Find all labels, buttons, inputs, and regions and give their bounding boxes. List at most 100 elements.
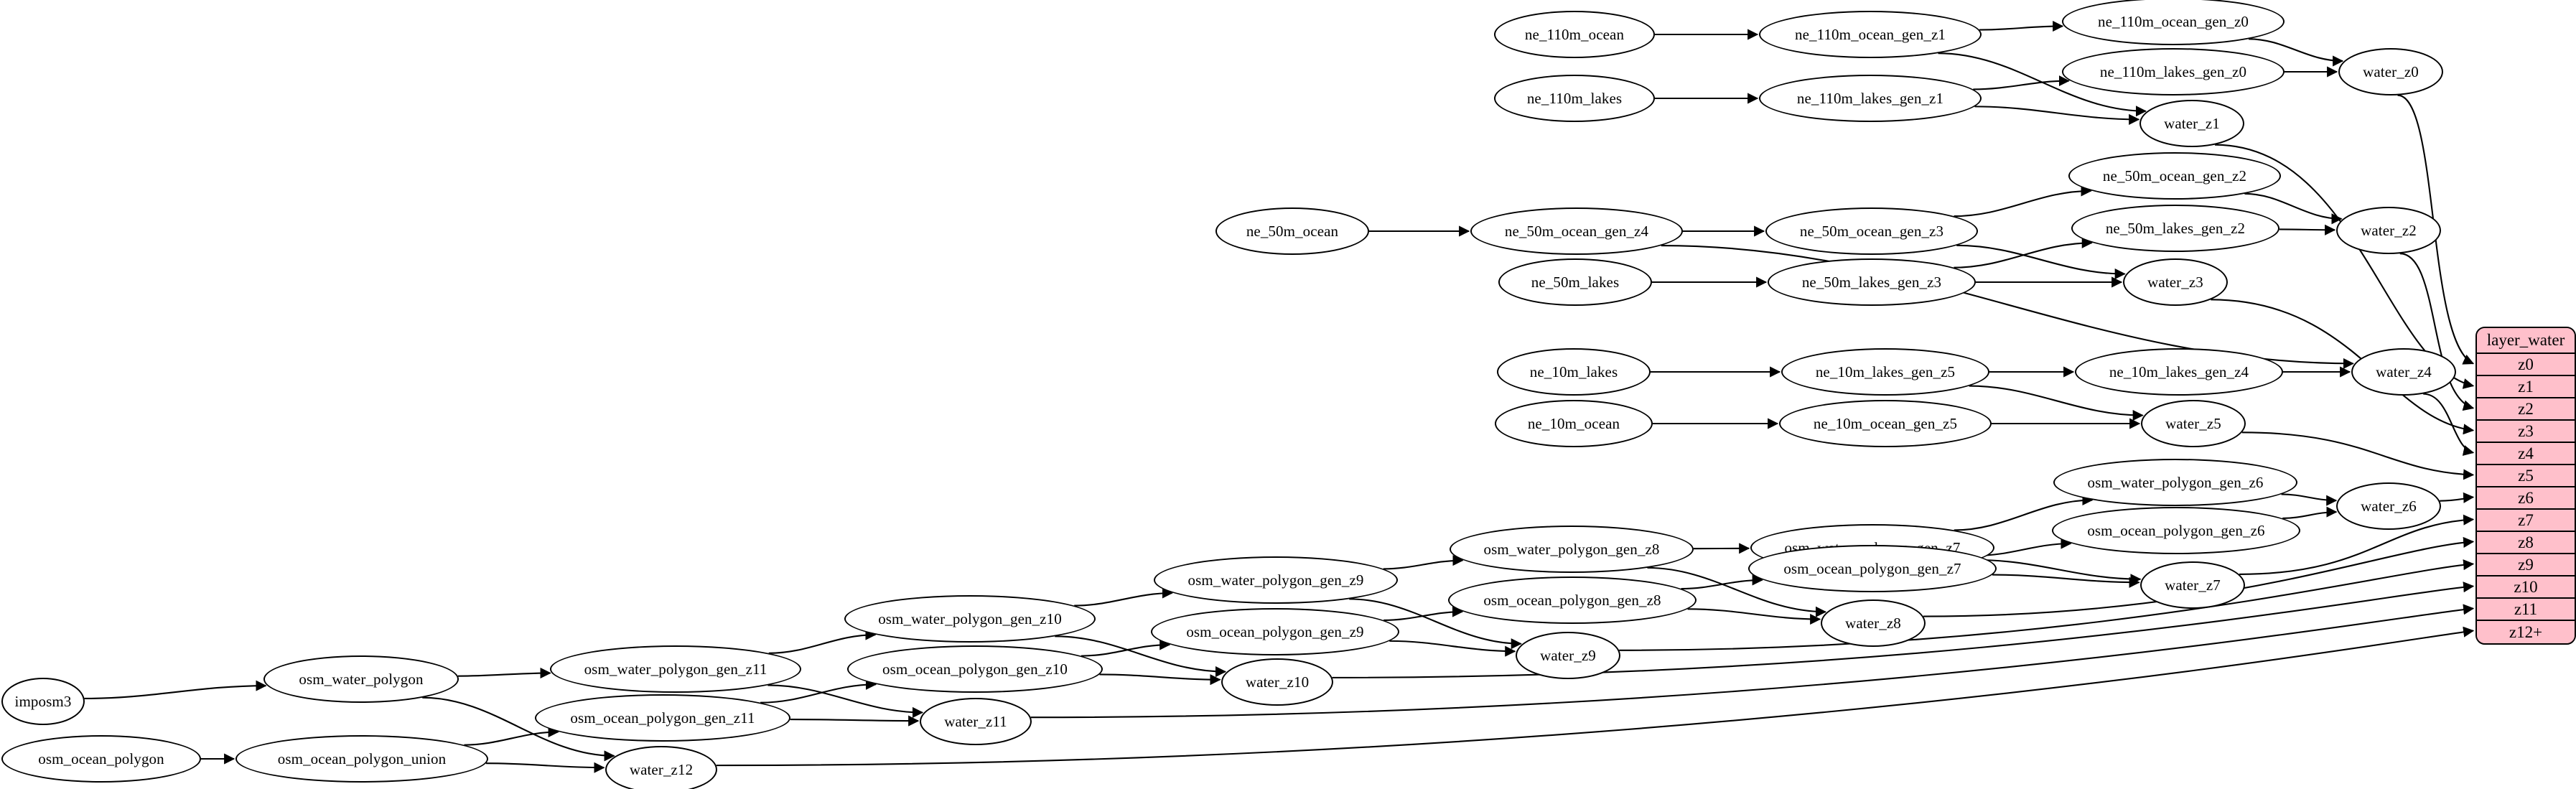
graph-node-osm-water-polygon-gen-z8[interactable]: osm_water_polygon_gen_z8 bbox=[1450, 526, 1694, 573]
graph-edge bbox=[1992, 574, 2140, 588]
graph-node-water-z3[interactable]: water_z3 bbox=[2123, 258, 2228, 306]
graph-node-label: water_z8 bbox=[1845, 614, 1901, 632]
graph-node-label: ne_110m_ocean_gen_z0 bbox=[2098, 12, 2249, 30]
graph-node-label: ne_10m_lakes bbox=[1529, 363, 1618, 381]
graph-edge bbox=[2440, 492, 2475, 503]
graph-node-ne-110m-lakes[interactable]: ne_110m_lakes bbox=[1494, 75, 1655, 122]
graph-node-ne-110m-lakes-gen-z1[interactable]: ne_110m_lakes_gen_z1 bbox=[1759, 75, 1982, 122]
graph-node-osm-ocean-polygon-gen-z9[interactable]: osm_ocean_polygon_gen_z9 bbox=[1151, 608, 1399, 655]
graph-edge bbox=[1389, 640, 1516, 657]
graph-edge bbox=[1956, 244, 2126, 280]
graph-node-ne-110m-lakes-gen-z0[interactable]: ne_110m_lakes_gen_z0 bbox=[2062, 48, 2285, 95]
graph-edge bbox=[1923, 536, 2475, 617]
graph-edge bbox=[2423, 393, 2475, 456]
graph-node-ne-10m-lakes-gen-z4[interactable]: ne_10m_lakes_gen_z4 bbox=[2075, 348, 2283, 396]
graph-edge bbox=[1383, 555, 1464, 570]
layer-table-row-z2[interactable]: z2 bbox=[2477, 398, 2575, 421]
graph-edge bbox=[464, 726, 559, 746]
graph-node-osm-ocean-polygon-union[interactable]: osm_ocean_polygon_union bbox=[235, 735, 488, 783]
graph-node-water-z4[interactable]: water_z4 bbox=[2351, 348, 2456, 396]
layer-table-row-z0[interactable]: z0 bbox=[2477, 354, 2575, 376]
graph-node-osm-ocean-polygon-gen-z11[interactable]: osm_ocean_polygon_gen_z11 bbox=[535, 694, 790, 742]
graph-node-label: water_z4 bbox=[2376, 363, 2432, 381]
graph-node-ne-10m-lakes-gen-z5[interactable]: ne_10m_lakes_gen_z5 bbox=[1781, 348, 1989, 396]
graph-node-label: osm_water_polygon_gen_z6 bbox=[2087, 473, 2264, 491]
graph-node-osm-ocean-polygon-gen-z6[interactable]: osm_ocean_polygon_gen_z6 bbox=[2052, 507, 2300, 554]
layer-table-row-z5[interactable]: z5 bbox=[2477, 465, 2575, 487]
graph-node-water-z8[interactable]: water_z8 bbox=[1821, 599, 1926, 647]
graph-edge bbox=[2239, 514, 2475, 575]
graph-node-osm-ocean-polygon-gen-z7[interactable]: osm_ocean_polygon_gen_z7 bbox=[1748, 545, 1997, 592]
graph-node-label: water_z3 bbox=[2147, 273, 2203, 291]
graph-node-ne-10m-lakes[interactable]: ne_10m_lakes bbox=[1497, 348, 1651, 396]
layer-table-row-z6[interactable]: z6 bbox=[2477, 487, 2575, 510]
graph-node-water-z12[interactable]: water_z12 bbox=[605, 746, 717, 789]
graph-node-ne-50m-lakes-gen-z2[interactable]: ne_50m_lakes_gen_z2 bbox=[2071, 205, 2279, 252]
graph-node-label: ne_50m_lakes bbox=[1531, 273, 1620, 291]
graph-node-ne-50m-lakes[interactable]: ne_50m_lakes bbox=[1498, 258, 1652, 306]
graph-node-water-z6[interactable]: water_z6 bbox=[2336, 482, 2441, 530]
graph-node-osm-water-polygon-gen-z9[interactable]: osm_water_polygon_gen_z9 bbox=[1154, 556, 1398, 604]
graph-node-label: water_z7 bbox=[2165, 576, 2221, 594]
graph-node-ne-110m-ocean-gen-z1[interactable]: ne_110m_ocean_gen_z1 bbox=[1759, 11, 1982, 58]
graph-node-ne-110m-ocean[interactable]: ne_110m_ocean bbox=[1494, 11, 1655, 58]
graph-node-osm-ocean-polygon-gen-z8[interactable]: osm_ocean_polygon_gen_z8 bbox=[1448, 576, 1697, 624]
layer-table-row-z9[interactable]: z9 bbox=[2477, 554, 2575, 576]
graph-node-label: osm_ocean_polygon_gen_z6 bbox=[2087, 521, 2265, 539]
graph-node-label: ne_50m_ocean_gen_z2 bbox=[2102, 167, 2247, 185]
graph-node-water-z10[interactable]: water_z10 bbox=[1221, 658, 1333, 706]
graph-node-label: osm_water_polygon_gen_z11 bbox=[584, 660, 767, 678]
graph-node-osm-water-polygon[interactable]: osm_water_polygon bbox=[263, 655, 459, 703]
graph-node-ne-50m-lakes-gen-z3[interactable]: ne_50m_lakes_gen_z3 bbox=[1768, 258, 1976, 306]
graph-edge bbox=[1074, 587, 1173, 607]
layer-table-row-z1[interactable]: z1 bbox=[2477, 376, 2575, 398]
layer-table-row-z4[interactable]: z4 bbox=[2477, 443, 2575, 465]
graph-edge bbox=[1954, 237, 2093, 269]
layer-table-row-z7[interactable]: z7 bbox=[2477, 510, 2575, 532]
graph-edge bbox=[1973, 75, 2070, 90]
graph-edge bbox=[1383, 606, 1464, 621]
graph-node-water-z5[interactable]: water_z5 bbox=[2141, 400, 2246, 447]
graph-node-label: ne_10m_lakes_gen_z4 bbox=[2109, 363, 2249, 381]
graph-node-ne-50m-ocean-gen-z4[interactable]: ne_50m_ocean_gen_z4 bbox=[1470, 207, 1683, 255]
graph-edge bbox=[790, 715, 920, 727]
graph-node-label: osm_ocean_polygon_union bbox=[277, 750, 447, 767]
graph-node-water-z0[interactable]: water_z0 bbox=[2338, 48, 2443, 95]
graph-node-imposm3[interactable]: imposm3 bbox=[1, 678, 85, 725]
layer-table-row-z10[interactable]: z10 bbox=[2477, 576, 2575, 599]
graph-node-osm-ocean-polygon-gen-z10[interactable]: osm_ocean_polygon_gen_z10 bbox=[847, 645, 1103, 693]
graph-node-water-z9[interactable]: water_z9 bbox=[1516, 632, 1620, 679]
graph-node-osm-ocean-polygon[interactable]: osm_ocean_polygon bbox=[1, 735, 201, 783]
graph-node-water-z2[interactable]: water_z2 bbox=[2336, 207, 2441, 254]
graph-node-label: ne_110m_lakes bbox=[1526, 89, 1623, 107]
graph-node-osm-water-polygon-gen-z10[interactable]: osm_water_polygon_gen_z10 bbox=[844, 595, 1096, 643]
layer-table-row-z3[interactable]: z3 bbox=[2477, 421, 2575, 443]
graph-edge bbox=[1099, 673, 1221, 686]
graph-edge bbox=[1030, 604, 2475, 719]
graph-node-water-z1[interactable]: water_z1 bbox=[2139, 100, 2244, 147]
layer-table-row-z11[interactable]: z11 bbox=[2477, 599, 2575, 621]
graph-node-label: water_z0 bbox=[2363, 62, 2419, 80]
graph-node-water-z11[interactable]: water_z11 bbox=[920, 698, 1032, 745]
graph-node-water-z7[interactable]: water_z7 bbox=[2140, 561, 2245, 609]
graph-node-ne-10m-ocean[interactable]: ne_10m_ocean bbox=[1495, 400, 1653, 447]
layer-table-row-z8[interactable]: z8 bbox=[2477, 532, 2575, 554]
graph-node-osm-water-polygon-gen-z11[interactable]: osm_water_polygon_gen_z11 bbox=[550, 645, 801, 693]
graph-node-ne-10m-ocean-gen-z5[interactable]: ne_10m_ocean_gen_z5 bbox=[1779, 400, 1992, 447]
graph-edge bbox=[1081, 639, 1171, 657]
graph-edge bbox=[760, 678, 877, 704]
graph-node-ne-50m-ocean[interactable]: ne_50m_ocean bbox=[1215, 207, 1369, 255]
graph-edge bbox=[1349, 598, 1522, 650]
graph-node-ne-50m-ocean-gen-z3[interactable]: ne_50m_ocean_gen_z3 bbox=[1765, 207, 1978, 255]
graph-node-ne-110m-ocean-gen-z0[interactable]: ne_110m_ocean_gen_z0 bbox=[2062, 0, 2285, 45]
graph-node-label: water_z5 bbox=[2165, 414, 2221, 432]
graph-node-label: ne_10m_ocean bbox=[1527, 414, 1620, 432]
graph-edge bbox=[485, 762, 605, 773]
graph-node-ne-50m-ocean-gen-z2[interactable]: ne_50m_ocean_gen_z2 bbox=[2068, 152, 2281, 200]
graph-node-osm-water-polygon-gen-z6[interactable]: osm_water_polygon_gen_z6 bbox=[2053, 459, 2297, 506]
graph-edge bbox=[1974, 106, 2140, 125]
graph-node-label: ne_110m_lakes_gen_z0 bbox=[2099, 62, 2247, 80]
graph-node-label: ne_50m_lakes_gen_z2 bbox=[2105, 219, 2246, 237]
layer-table-row-z12plus[interactable]: z12+ bbox=[2477, 621, 2575, 643]
